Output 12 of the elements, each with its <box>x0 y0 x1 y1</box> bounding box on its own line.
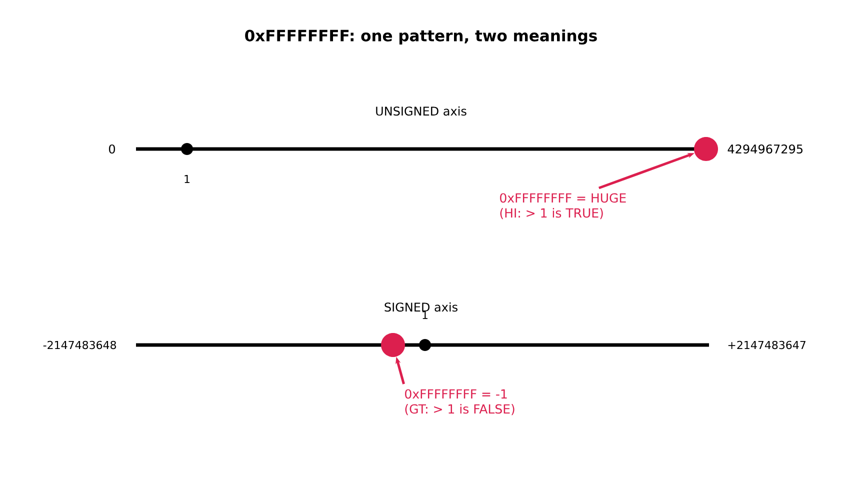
annotation-text: 0xFFFFFFFF = -1 (GT: > 1 is FALSE) <box>405 389 514 416</box>
tick-label: 1 <box>184 175 190 184</box>
marker-dot <box>694 137 718 161</box>
axis-value: 0 <box>108 144 116 154</box>
marker-dot <box>381 333 405 357</box>
tick-label: 1 <box>422 311 428 320</box>
title: 0xFFFFFFFF: one pattern, two meanings <box>245 29 597 45</box>
axis-title: UNSIGNED axis <box>376 106 466 116</box>
axis-value: +2147483647 <box>728 340 806 350</box>
axis-title: SIGNED axis <box>384 302 458 312</box>
annotation-text: 0xFFFFFFFF = HUGE (HI: > 1 is TRUE) <box>500 193 626 220</box>
axis-value: -2147483648 <box>43 340 116 350</box>
